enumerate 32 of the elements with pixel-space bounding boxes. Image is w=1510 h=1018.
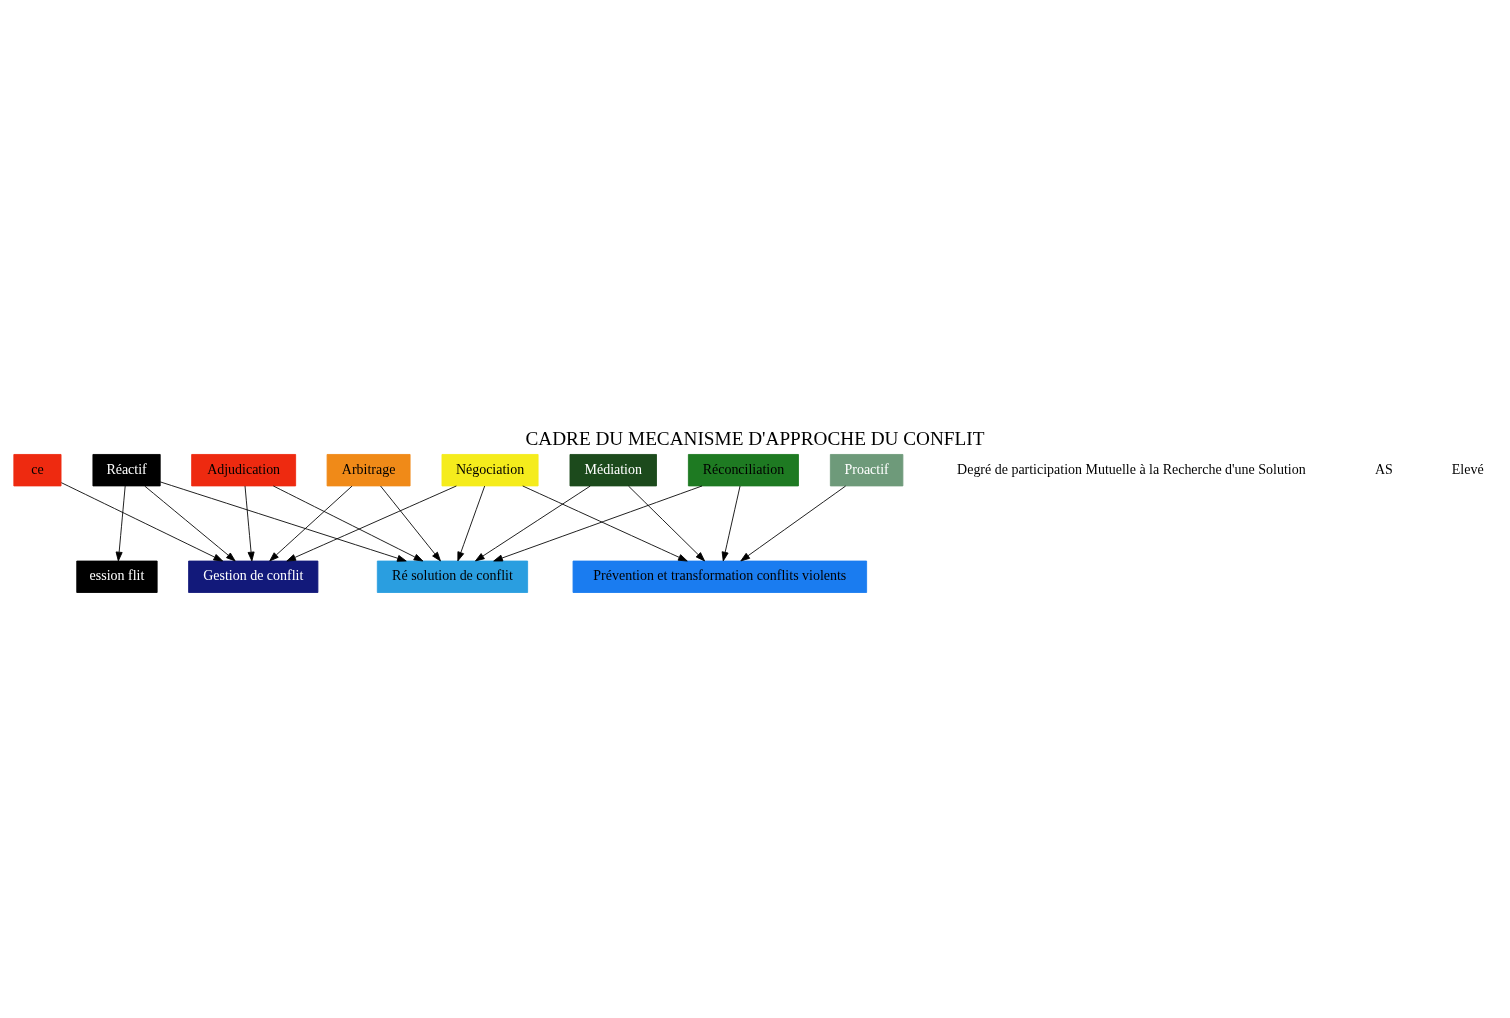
arrow [522,485,688,561]
arrow [721,485,741,561]
arrow [457,485,486,561]
arrow [286,485,457,561]
node-box: Médiation [569,453,657,486]
node-box: ession flit [76,560,158,593]
node-box: Négociation [441,453,539,486]
arrow [272,485,424,561]
diagram-title: CADRE DU MECANISME D'APPROCHE DU CONFLIT [525,427,985,449]
label: Degré de participation Mutuelle à la Recherche d'une Solution [957,461,1306,476]
node-box: Proactif [829,453,904,486]
node-box: Ré solution de conflit [376,560,529,593]
arrow [628,485,706,561]
node-box: Prévention et transformation conflits violents [572,560,868,593]
arrow [740,485,847,561]
node-box: Adjudication [191,453,297,486]
node-box: Réconciliation [687,453,799,486]
arrow [244,485,255,561]
arrow [380,485,441,561]
node-box: Réactif [92,453,161,486]
arrow [60,481,224,561]
arrow [115,485,126,561]
arrow [475,485,591,561]
node-box: Arbitrage [326,453,411,486]
arrow [493,485,703,561]
node-box: Gestion de conflit [188,560,319,593]
label: Elevé [1451,461,1484,476]
arrow [269,485,353,561]
arrow [144,485,236,561]
label: AS [1374,461,1393,476]
node-box: ce [13,453,62,486]
arrow [159,480,407,562]
